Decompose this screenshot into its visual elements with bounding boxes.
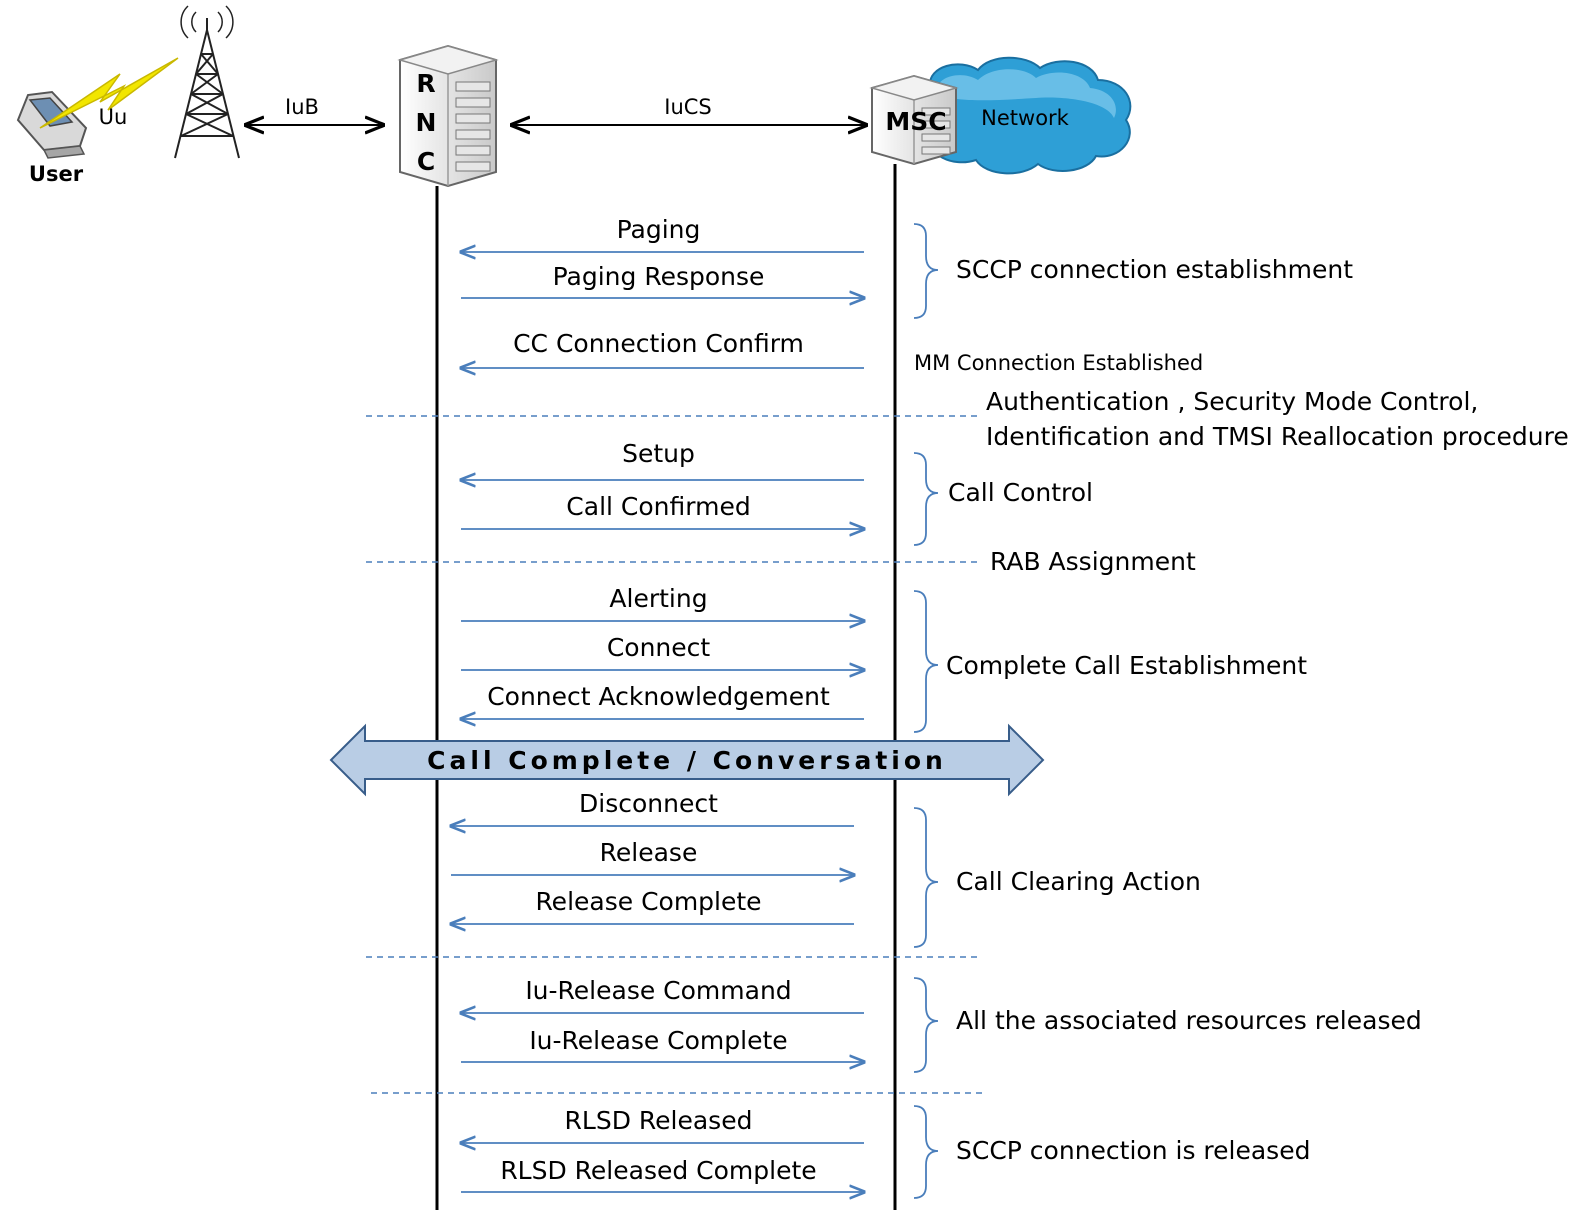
message-label: Paging Response <box>553 262 765 291</box>
user-label: User <box>29 162 84 186</box>
note-auth-line2: Identification and TMSI Reallocation pro… <box>986 422 1570 451</box>
message-label: Iu-Release Complete <box>529 1026 787 1055</box>
brace-sccp-establishment <box>913 223 939 319</box>
message-label: Release <box>600 838 698 867</box>
brace-complete-call <box>913 590 939 733</box>
message-label: Alerting <box>609 584 707 613</box>
rnc-letter-r: R <box>416 69 435 98</box>
message-label: CC Connection Confirm <box>513 329 804 358</box>
msc-label: MSC <box>885 107 946 136</box>
group-braces <box>913 223 939 1199</box>
message-label: Connect <box>607 633 711 662</box>
iucs-label: IuCS <box>664 95 712 119</box>
brace-resources-released <box>913 977 939 1073</box>
group-resources-released: All the associated resources released <box>956 1006 1422 1035</box>
conversation-banner-arrow <box>329 723 1045 797</box>
mobile-phone-icon <box>16 90 88 159</box>
message-label: RLSD Released Complete <box>500 1156 816 1185</box>
message-label: RLSD Released <box>565 1106 753 1135</box>
msc-server-icon <box>869 74 959 166</box>
iub-label: IuB <box>285 95 319 119</box>
message-label: Paging <box>617 215 701 244</box>
message-label: Iu-Release Command <box>525 976 791 1005</box>
lightning-icon <box>39 57 179 129</box>
rnc-letter-n: N <box>416 108 437 137</box>
cell-tower-icon <box>174 5 240 159</box>
message-label: Call Confirmed <box>566 492 750 521</box>
group-sccp-establishment: SCCP connection establishment <box>956 255 1353 284</box>
group-call-clearing: Call Clearing Action <box>956 867 1201 896</box>
conversation-banner-label: Call Complete / Conversation <box>427 746 947 775</box>
brace-sccp-released <box>913 1105 939 1199</box>
network-cloud-icon <box>915 56 1132 175</box>
rnc-server-icon <box>397 44 499 188</box>
message-label: Disconnect <box>579 789 718 818</box>
dividers <box>366 415 984 1094</box>
group-call-control: Call Control <box>948 478 1093 507</box>
rnc-letter-c: C <box>417 147 435 176</box>
note-rab-assignment: RAB Assignment <box>990 547 1196 576</box>
message-label: Connect Acknowledgement <box>487 682 830 711</box>
uu-label: Uu <box>99 105 128 129</box>
note-auth-line1: Authentication , Security Mode Control, <box>986 387 1478 416</box>
network-label: Network <box>981 106 1070 130</box>
message-label: Setup <box>622 439 695 468</box>
message-label: Release Complete <box>535 887 761 916</box>
note-mm-established: MM Connection Established <box>914 351 1203 375</box>
brace-call-control <box>913 452 939 546</box>
group-complete-call: Complete Call Establishment <box>946 651 1307 680</box>
group-sccp-released: SCCP connection is released <box>956 1136 1310 1165</box>
brace-call-clearing <box>913 807 939 948</box>
